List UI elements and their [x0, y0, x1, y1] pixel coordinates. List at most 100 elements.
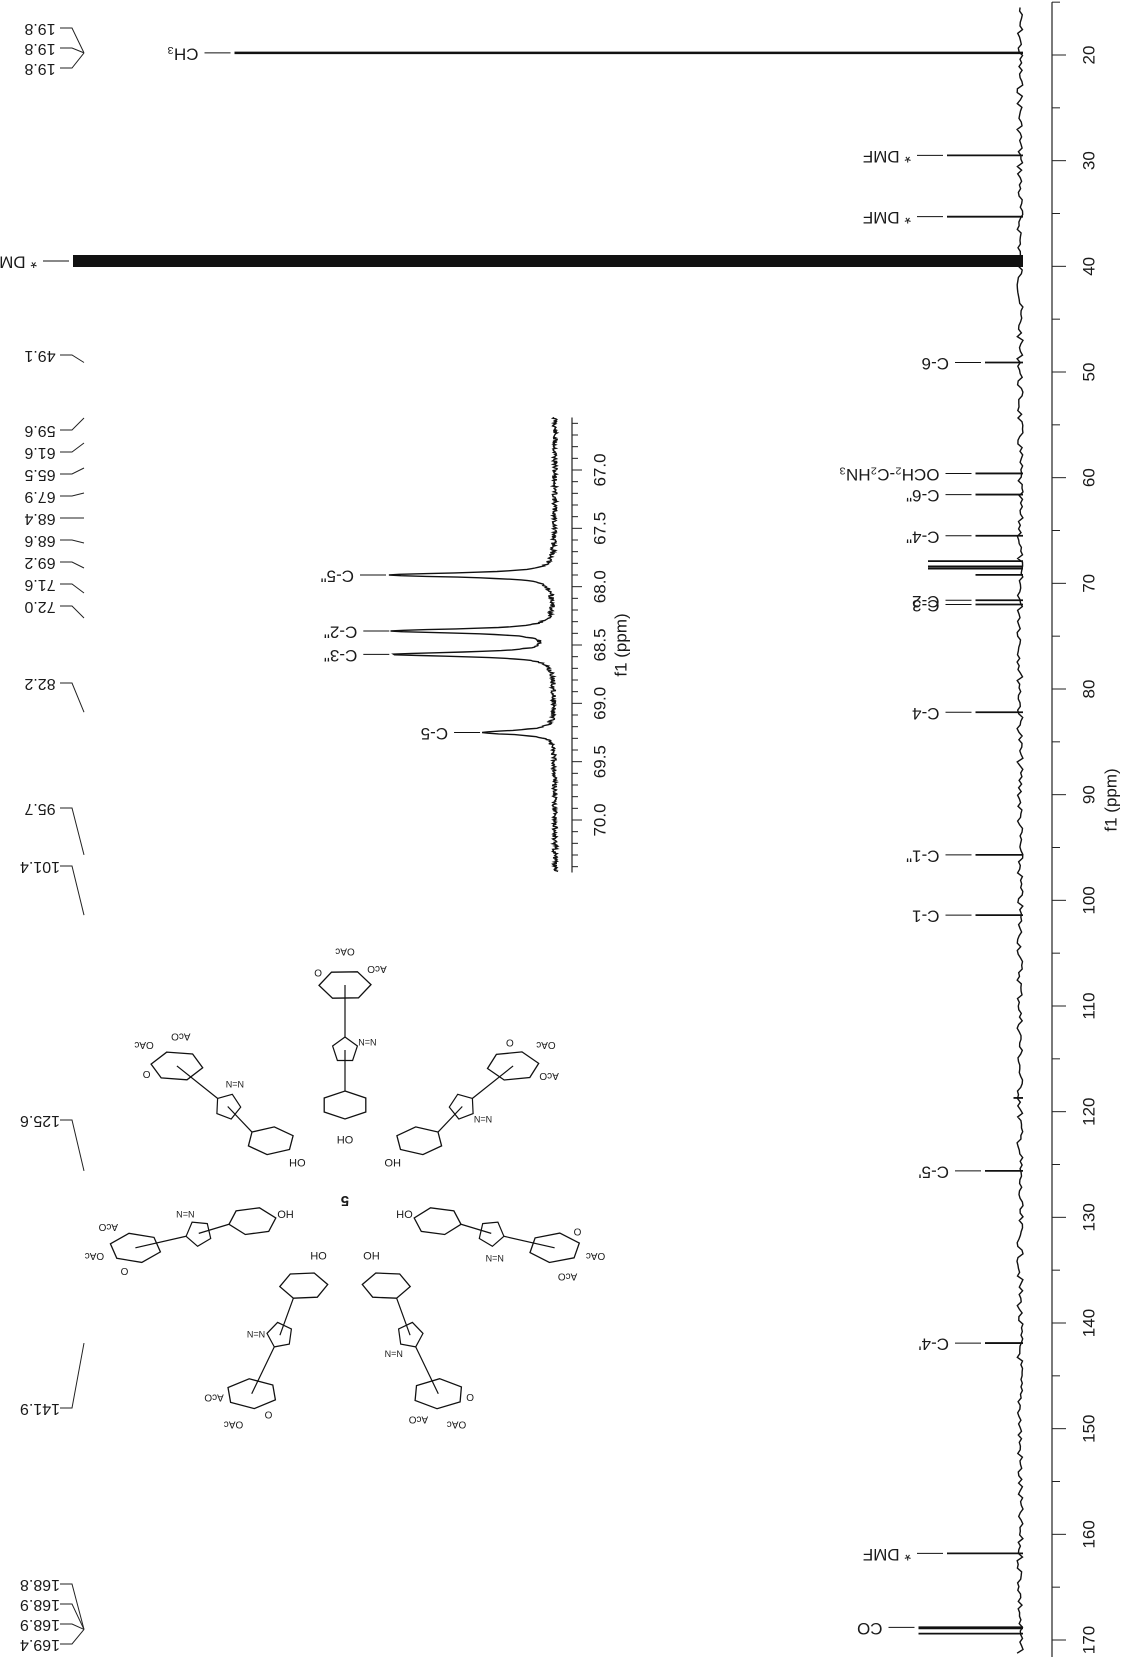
main-tick-label: 30: [1079, 151, 1098, 170]
triazole-label: N=N: [176, 1209, 194, 1219]
peak-list-value: 169.4: [20, 1636, 60, 1653]
inset-peak-label: C-5": [321, 567, 354, 586]
main-tick-label: 70: [1079, 574, 1098, 593]
main-tick-label: 110: [1079, 992, 1098, 1019]
main-peak-label: * DMF: [863, 1545, 911, 1564]
peak-list-value: 67.9: [24, 488, 55, 505]
peracetyl-sugar-ring: [486, 1051, 540, 1081]
ether-bond: [176, 1065, 218, 1099]
main-peak-label: * DMF: [863, 147, 911, 166]
ether-bond: [135, 1235, 187, 1249]
peracetyl-sugar-ring: [414, 1378, 463, 1410]
main-tick-label: 80: [1079, 680, 1098, 699]
triazole-label: N=N: [474, 1114, 492, 1124]
peracetyl-sugar-ring: [318, 971, 372, 999]
peak-list-connector: [60, 52, 85, 69]
main-peak-label: C-6: [922, 354, 949, 373]
glucose-ring: [323, 1090, 367, 1120]
main-tick-label: 60: [1079, 468, 1098, 487]
main-baseline-trace: [1016, 7, 1024, 1654]
acetate-label: AcO: [408, 1414, 428, 1425]
peak-list-value: 71.6: [24, 576, 55, 593]
acetate-label: AcO: [367, 963, 387, 974]
acetate-label: AcO: [98, 1221, 118, 1232]
peak-list-connector: [60, 492, 85, 497]
peak-list-connector: [60, 27, 85, 54]
main-tick-label: 40: [1079, 257, 1098, 276]
main-peak-label: C-3: [912, 596, 939, 615]
peak-list-value: 168.8: [20, 1576, 60, 1593]
peak-list-value: 69.2: [24, 554, 55, 571]
inset-tick-label: 69.0: [590, 687, 609, 720]
ether-bond: [251, 1346, 275, 1394]
peak-list-connector: [60, 1583, 85, 1630]
rotated-figure-group: 2030405060708090100110120130140150160170…: [0, 1, 1120, 1657]
inset-tick-label: 70.0: [590, 803, 609, 836]
main-peak-label: OCH₂-C₂HN₃: [839, 465, 939, 484]
inset-tick-label: 68.0: [590, 570, 609, 603]
ring-oxygen-label: O: [506, 1036, 514, 1047]
main-tick-label: 100: [1079, 886, 1098, 914]
ether-bond: [503, 1235, 555, 1249]
linker-bond: [437, 1106, 463, 1133]
peak-list-connector: [60, 442, 85, 453]
ring-oxygen-label: O: [120, 1265, 128, 1276]
peak-list-connector: [60, 1629, 85, 1645]
peak-list-connector: [60, 47, 85, 54]
hydroxyl-label: HO: [363, 1249, 380, 1261]
peak-list-connector: [60, 539, 85, 544]
main-peak-label: C-6": [906, 486, 939, 505]
compound-number: 5: [341, 1192, 349, 1209]
linker-bond: [198, 1223, 230, 1234]
hydroxyl-label: HO: [384, 1156, 401, 1168]
peak-list-connector: [60, 1342, 85, 1409]
ring-oxygen-label: O: [314, 966, 322, 977]
triazole-ring: [216, 1093, 242, 1120]
peak-list-value: 125.6: [20, 1112, 60, 1129]
glucose-ring: [413, 1207, 462, 1236]
inset-peak-label: C-3": [324, 646, 357, 665]
main-peak-label: C-4": [906, 527, 939, 546]
main-peak-label: C-1": [906, 846, 939, 865]
peak-list-connector: [60, 1603, 85, 1630]
peak-list-connector: [60, 865, 85, 916]
hydroxyl-label: OH: [337, 1133, 354, 1145]
ring-oxygen-label: O: [466, 1391, 474, 1402]
hydroxyl-label: OH: [310, 1249, 327, 1261]
acetate-label: AcO: [558, 1270, 578, 1281]
main-tick-label: 20: [1079, 46, 1098, 65]
peak-list-value: 61.6: [24, 444, 55, 461]
triazole-ring: [266, 1321, 293, 1348]
triazole-ring: [331, 1036, 359, 1062]
inset-peak-label: C-2": [324, 623, 357, 642]
main-peak-label: C-2: [912, 592, 939, 611]
main-tick-label: 90: [1079, 785, 1098, 804]
inset-tick-label: 69.5: [590, 745, 609, 778]
acetate-label: OAc: [134, 1039, 153, 1050]
peak-list-value: 59.6: [24, 422, 55, 439]
glucose-ring: [278, 1272, 329, 1299]
acetate-label: OAc: [224, 1419, 243, 1430]
peak-list: 19.819.819.849.159.661.665.567.968.468.6…: [20, 20, 85, 1653]
ring-oxygen-label: O: [264, 1409, 272, 1420]
main-peak-label: CO: [857, 1619, 883, 1638]
main-peak-label: * DMF: [863, 208, 911, 227]
peak-list-value: 65.5: [24, 466, 55, 483]
main-tick-label: 120: [1079, 1097, 1098, 1125]
acetate-label: OAc: [536, 1039, 555, 1050]
peak-list-value: 168.9: [20, 1616, 60, 1633]
main-peak-label: C-5': [918, 1162, 949, 1181]
peak-list-connector: [60, 807, 85, 856]
triazole-label: N=N: [247, 1329, 265, 1339]
linker-bond: [227, 1106, 253, 1133]
main-peak-label: C-1: [912, 907, 939, 926]
peracetyl-sugar-ring: [150, 1051, 204, 1081]
triazole-ring: [448, 1093, 474, 1120]
peak-list-value: 19.8: [24, 20, 55, 37]
inset-spectrum: 67.067.568.068.569.069.570.0f1 (ppm)C-5"…: [321, 416, 630, 873]
peak-list-value: 72.0: [24, 598, 55, 615]
hydroxyl-label: OH: [289, 1156, 306, 1168]
main-tick-label: 130: [1079, 1203, 1098, 1231]
acetate-label: OAc: [447, 1419, 466, 1430]
